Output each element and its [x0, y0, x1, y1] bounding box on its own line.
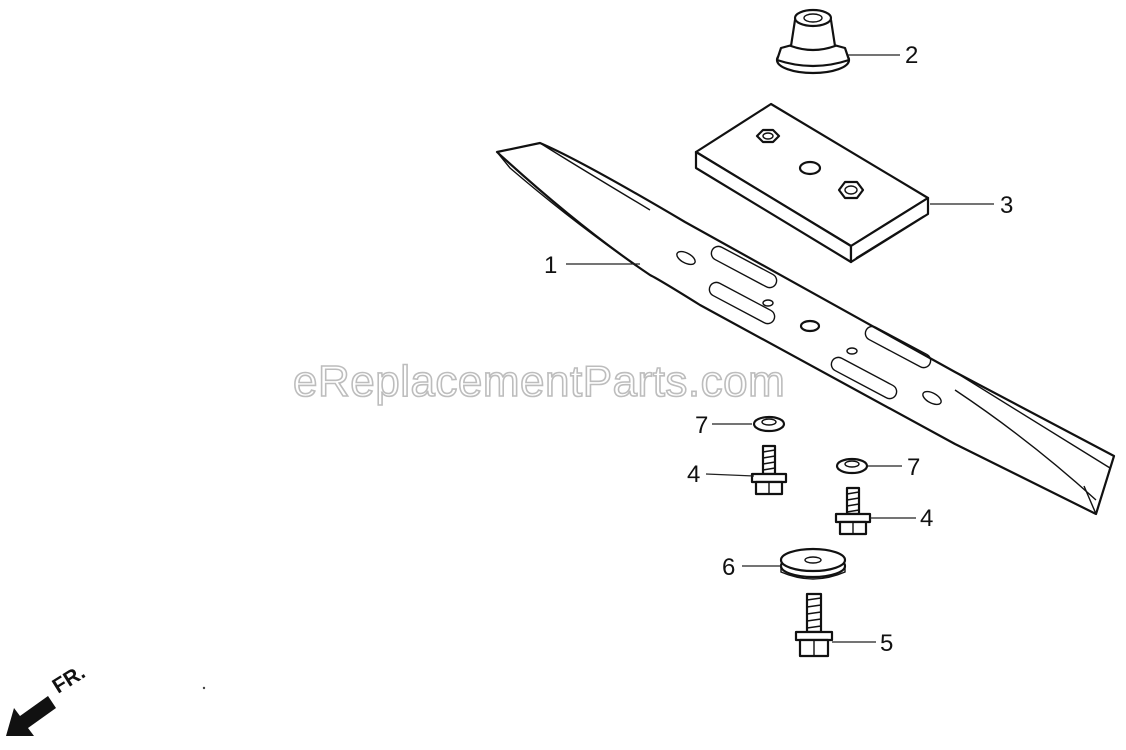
callout-7-right: 7: [907, 454, 920, 481]
callout-4-upper: 4: [687, 461, 700, 488]
flange-bolt-icon[interactable]: [794, 592, 834, 658]
callout-2: 2: [905, 42, 918, 69]
front-direction-label: FR.: [48, 661, 89, 698]
blade-stiffener-plate-icon[interactable]: [694, 102, 930, 264]
scan-dot: [202, 686, 206, 690]
front-direction-arrow-icon: [6, 696, 56, 736]
flange-bolt-icon[interactable]: [750, 444, 788, 496]
callout-7-upper: 7: [695, 412, 708, 439]
flange-bolt-icon[interactable]: [834, 486, 872, 536]
mower-blade-icon[interactable]: [495, 141, 1116, 516]
callout-4-right: 4: [920, 505, 933, 532]
lock-nut-icon[interactable]: [835, 457, 869, 475]
blade-adapter-bushing-icon[interactable]: [775, 8, 851, 75]
callout-6: 6: [722, 554, 735, 581]
blade-washer-icon[interactable]: [779, 547, 847, 580]
lock-nut-icon[interactable]: [752, 415, 786, 433]
leader-line-4a: [705, 473, 755, 477]
callout-3: 3: [1000, 192, 1013, 219]
watermark-text: eReplacementParts.com: [293, 357, 785, 406]
callout-1: 1: [544, 252, 557, 279]
callout-5: 5: [880, 630, 893, 657]
